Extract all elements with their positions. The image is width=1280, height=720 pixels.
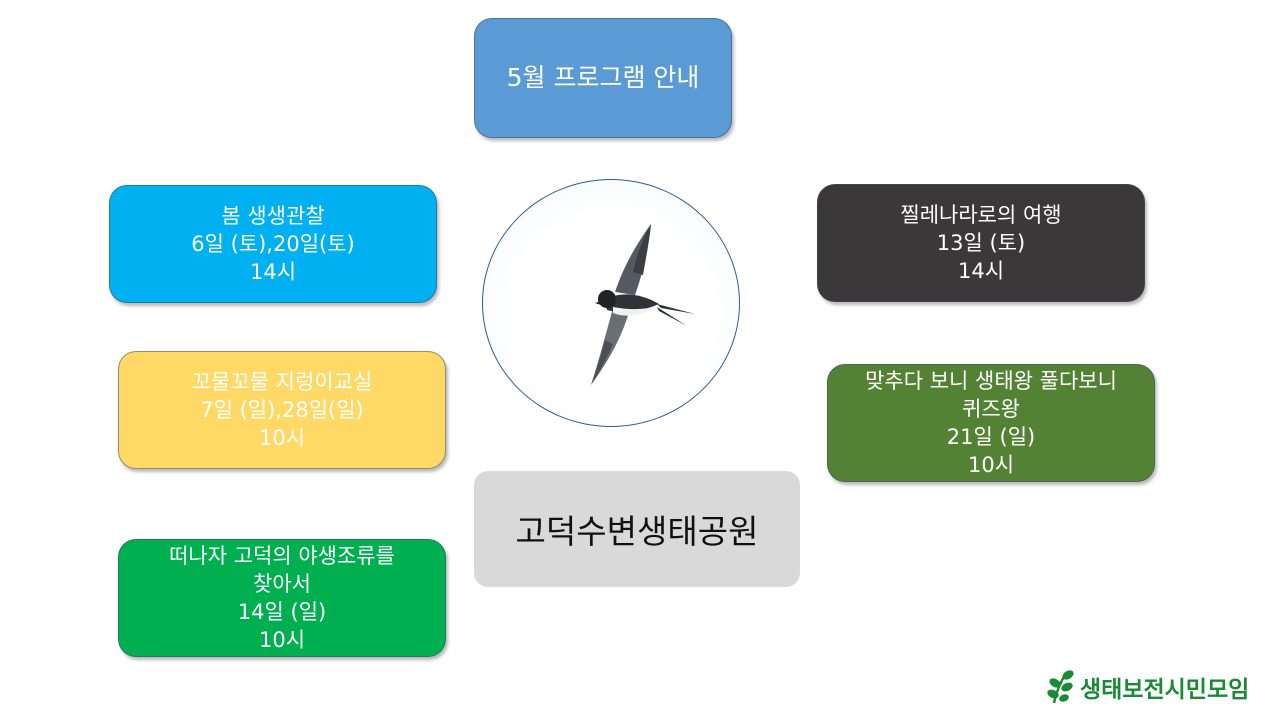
program-date: 14일 (일) [237, 600, 327, 624]
program-date: 21일 (일) [946, 425, 1036, 449]
program-name-line2: 찾아서 [253, 572, 311, 596]
program-time: 10시 [258, 426, 306, 450]
program-date: 13일 (토) [936, 231, 1026, 255]
program-time: 14시 [249, 260, 297, 284]
program-name-line2: 퀴즈왕 [962, 397, 1020, 421]
program-wild-birds: 떠나자 고덕의 야생조류를 찾아서 14일 (일) 10시 [118, 539, 446, 657]
program-time: 10시 [258, 628, 306, 652]
page-title: 5월 프로그램 안내 [506, 63, 700, 92]
program-eco-quiz: 맞추다 보니 생태왕 풀다보니 퀴즈왕 21일 (일) 10시 [827, 364, 1155, 482]
program-name: 찔레나라로의 여행 [900, 203, 1062, 227]
program-time: 14시 [957, 259, 1005, 283]
park-name: 고덕수변생태공원 [515, 512, 759, 551]
title-box: 5월 프로그램 안내 [474, 18, 732, 138]
swallow-illustration [482, 179, 740, 427]
swallow-icon [591, 224, 695, 385]
leaf-sprig-icon [1047, 670, 1074, 704]
organization-name: 생태보전시민모임 [1080, 677, 1250, 703]
program-earthworm-class: 꼬물꼬물 지렁이교실 7일 (일),28일(일) 10시 [118, 351, 446, 469]
park-name-box: 고덕수변생태공원 [474, 471, 800, 587]
program-name-line1: 떠나자 고덕의 야생조류를 [169, 544, 395, 568]
program-time: 10시 [967, 453, 1015, 477]
organization-logo: 생태보전시민모임 [1046, 666, 1249, 708]
program-name-line1: 맞추다 보니 생태왕 풀다보니 [865, 369, 1117, 393]
program-name: 봄 생생관찰 [221, 204, 325, 228]
program-date: 6일 (토),20일(토) [191, 232, 355, 256]
program-name: 꼬물꼬물 지렁이교실 [191, 370, 373, 394]
program-date: 7일 (일),28일(일) [200, 398, 364, 422]
program-spring-observation: 봄 생생관찰 6일 (토),20일(토) 14시 [109, 185, 437, 303]
program-wild-rose-trip: 찔레나라로의 여행 13일 (토) 14시 [817, 184, 1145, 302]
